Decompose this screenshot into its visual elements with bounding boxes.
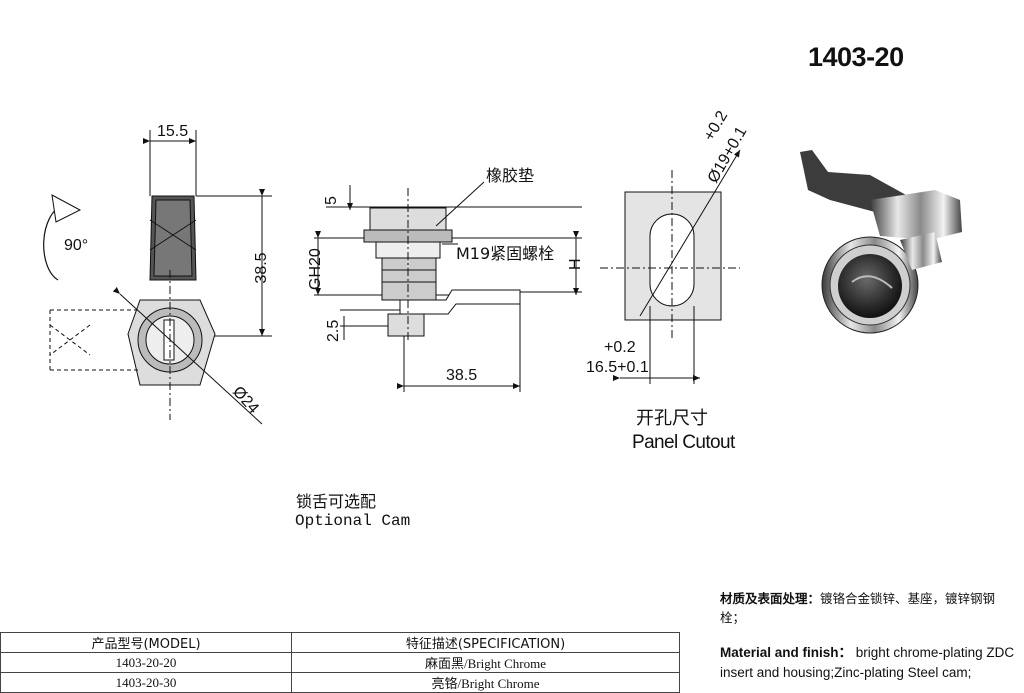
cell-model: 1403-20-20	[0, 652, 292, 673]
dim-diameter-24: Ø24	[229, 383, 262, 417]
optional-cam-en: Optional Cam	[295, 512, 411, 530]
model-title: 1403-20	[808, 42, 904, 72]
side-view	[43, 130, 272, 425]
label-h: H	[567, 258, 584, 270]
label-gasket: 橡胶垫	[486, 166, 534, 185]
dim-width-15-5: 15.5	[157, 123, 188, 140]
cell-spec: 亮铬/Bright Chrome	[291, 672, 680, 693]
material-en: Material and finish： bright chrome-plati…	[720, 643, 1020, 683]
section-view	[314, 181, 582, 392]
panel-cutout-drawing	[600, 149, 741, 384]
cutout-flat: 16.5+0.1	[586, 359, 649, 376]
rotation-90: 90°	[64, 237, 88, 254]
dim-length-38-5: 38.5	[446, 367, 477, 384]
optional-cam-cn: 锁舌可选配	[296, 492, 377, 511]
table-header-row: 产品型号(MODEL) 特征描述(SPECIFICATION)	[0, 632, 680, 653]
cell-spec: 麻面黑/Bright Chrome	[291, 652, 680, 673]
table-row: 1403-20-30 亮铬/Bright Chrome	[0, 672, 680, 693]
material-cn-text: 镀铬合金锁锌、基座，镀锌钢钢栓；	[720, 591, 996, 625]
cutout-flat-tol: +0.2	[604, 339, 636, 356]
dim-bottom-2-5: 2.5	[325, 320, 342, 342]
header-specification: 特征描述(SPECIFICATION)	[291, 632, 680, 653]
label-nut: M19紧固螺栓	[456, 244, 554, 263]
cutout-title-cn: 开孔尺寸	[636, 408, 708, 429]
cutout-title-en: Panel Cutout	[632, 432, 735, 453]
spec-table: 产品型号(MODEL) 特征描述(SPECIFICATION) 1403-20-…	[0, 632, 680, 693]
table-row: 1403-20-20 麻面黑/Bright Chrome	[0, 652, 680, 673]
header-model: 产品型号(MODEL)	[0, 632, 292, 653]
dim-gh20: GH20	[307, 248, 324, 290]
product-photo	[800, 150, 962, 334]
material-cn-label: 材质及表面处理：	[720, 591, 821, 606]
dim-top-5: 5	[323, 196, 340, 205]
material-en-text: bright chrome-plating ZDC insert and hou…	[720, 645, 1015, 680]
cell-model: 1403-20-30	[0, 672, 292, 693]
material-cn: 材质及表面处理：镀铬合金锁锌、基座，镀锌钢钢栓；	[720, 589, 1016, 627]
dim-height-38-5: 38.5	[253, 252, 270, 283]
material-en-label: Material and finish：	[720, 645, 853, 660]
